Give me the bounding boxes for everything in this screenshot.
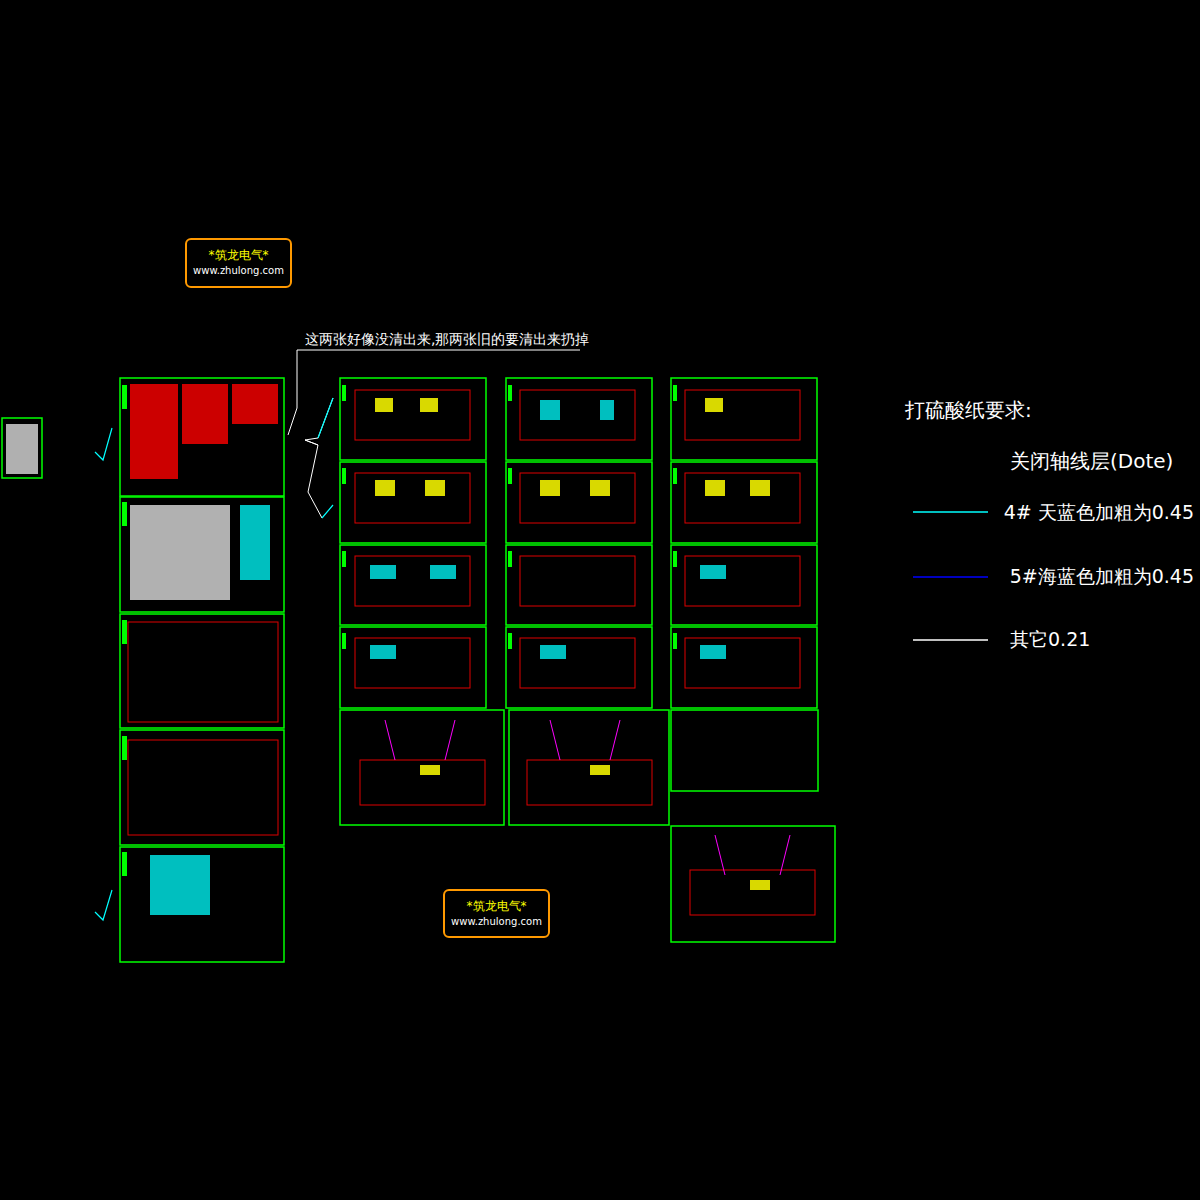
note-text: 这两张好像没清出来,那两张旧的要清出来扔掉 bbox=[305, 331, 589, 349]
watermark-title: *筑龙电气* bbox=[193, 248, 284, 264]
legend-heading: 打硫酸纸要求: bbox=[905, 397, 1032, 424]
legend-text: 4# 天蓝色加粗为0.45 bbox=[1004, 500, 1194, 526]
watermark-title: *筑龙电气* bbox=[451, 899, 542, 915]
legend-text: 5#海蓝色加粗为0.45 bbox=[1010, 564, 1194, 590]
legend-text: 其它0.21 bbox=[1010, 627, 1090, 653]
legend-line bbox=[913, 576, 988, 578]
legend-line bbox=[913, 639, 988, 641]
layer-note: 关闭轴线层(Dote) bbox=[1010, 448, 1173, 475]
legend-line bbox=[913, 511, 988, 513]
watermark-box: *筑龙电气*www.zhulong.com bbox=[185, 238, 292, 288]
watermark-url: www.zhulong.com bbox=[451, 915, 542, 928]
watermark-url: www.zhulong.com bbox=[193, 264, 284, 277]
watermark-box: *筑龙电气*www.zhulong.com bbox=[443, 889, 550, 938]
